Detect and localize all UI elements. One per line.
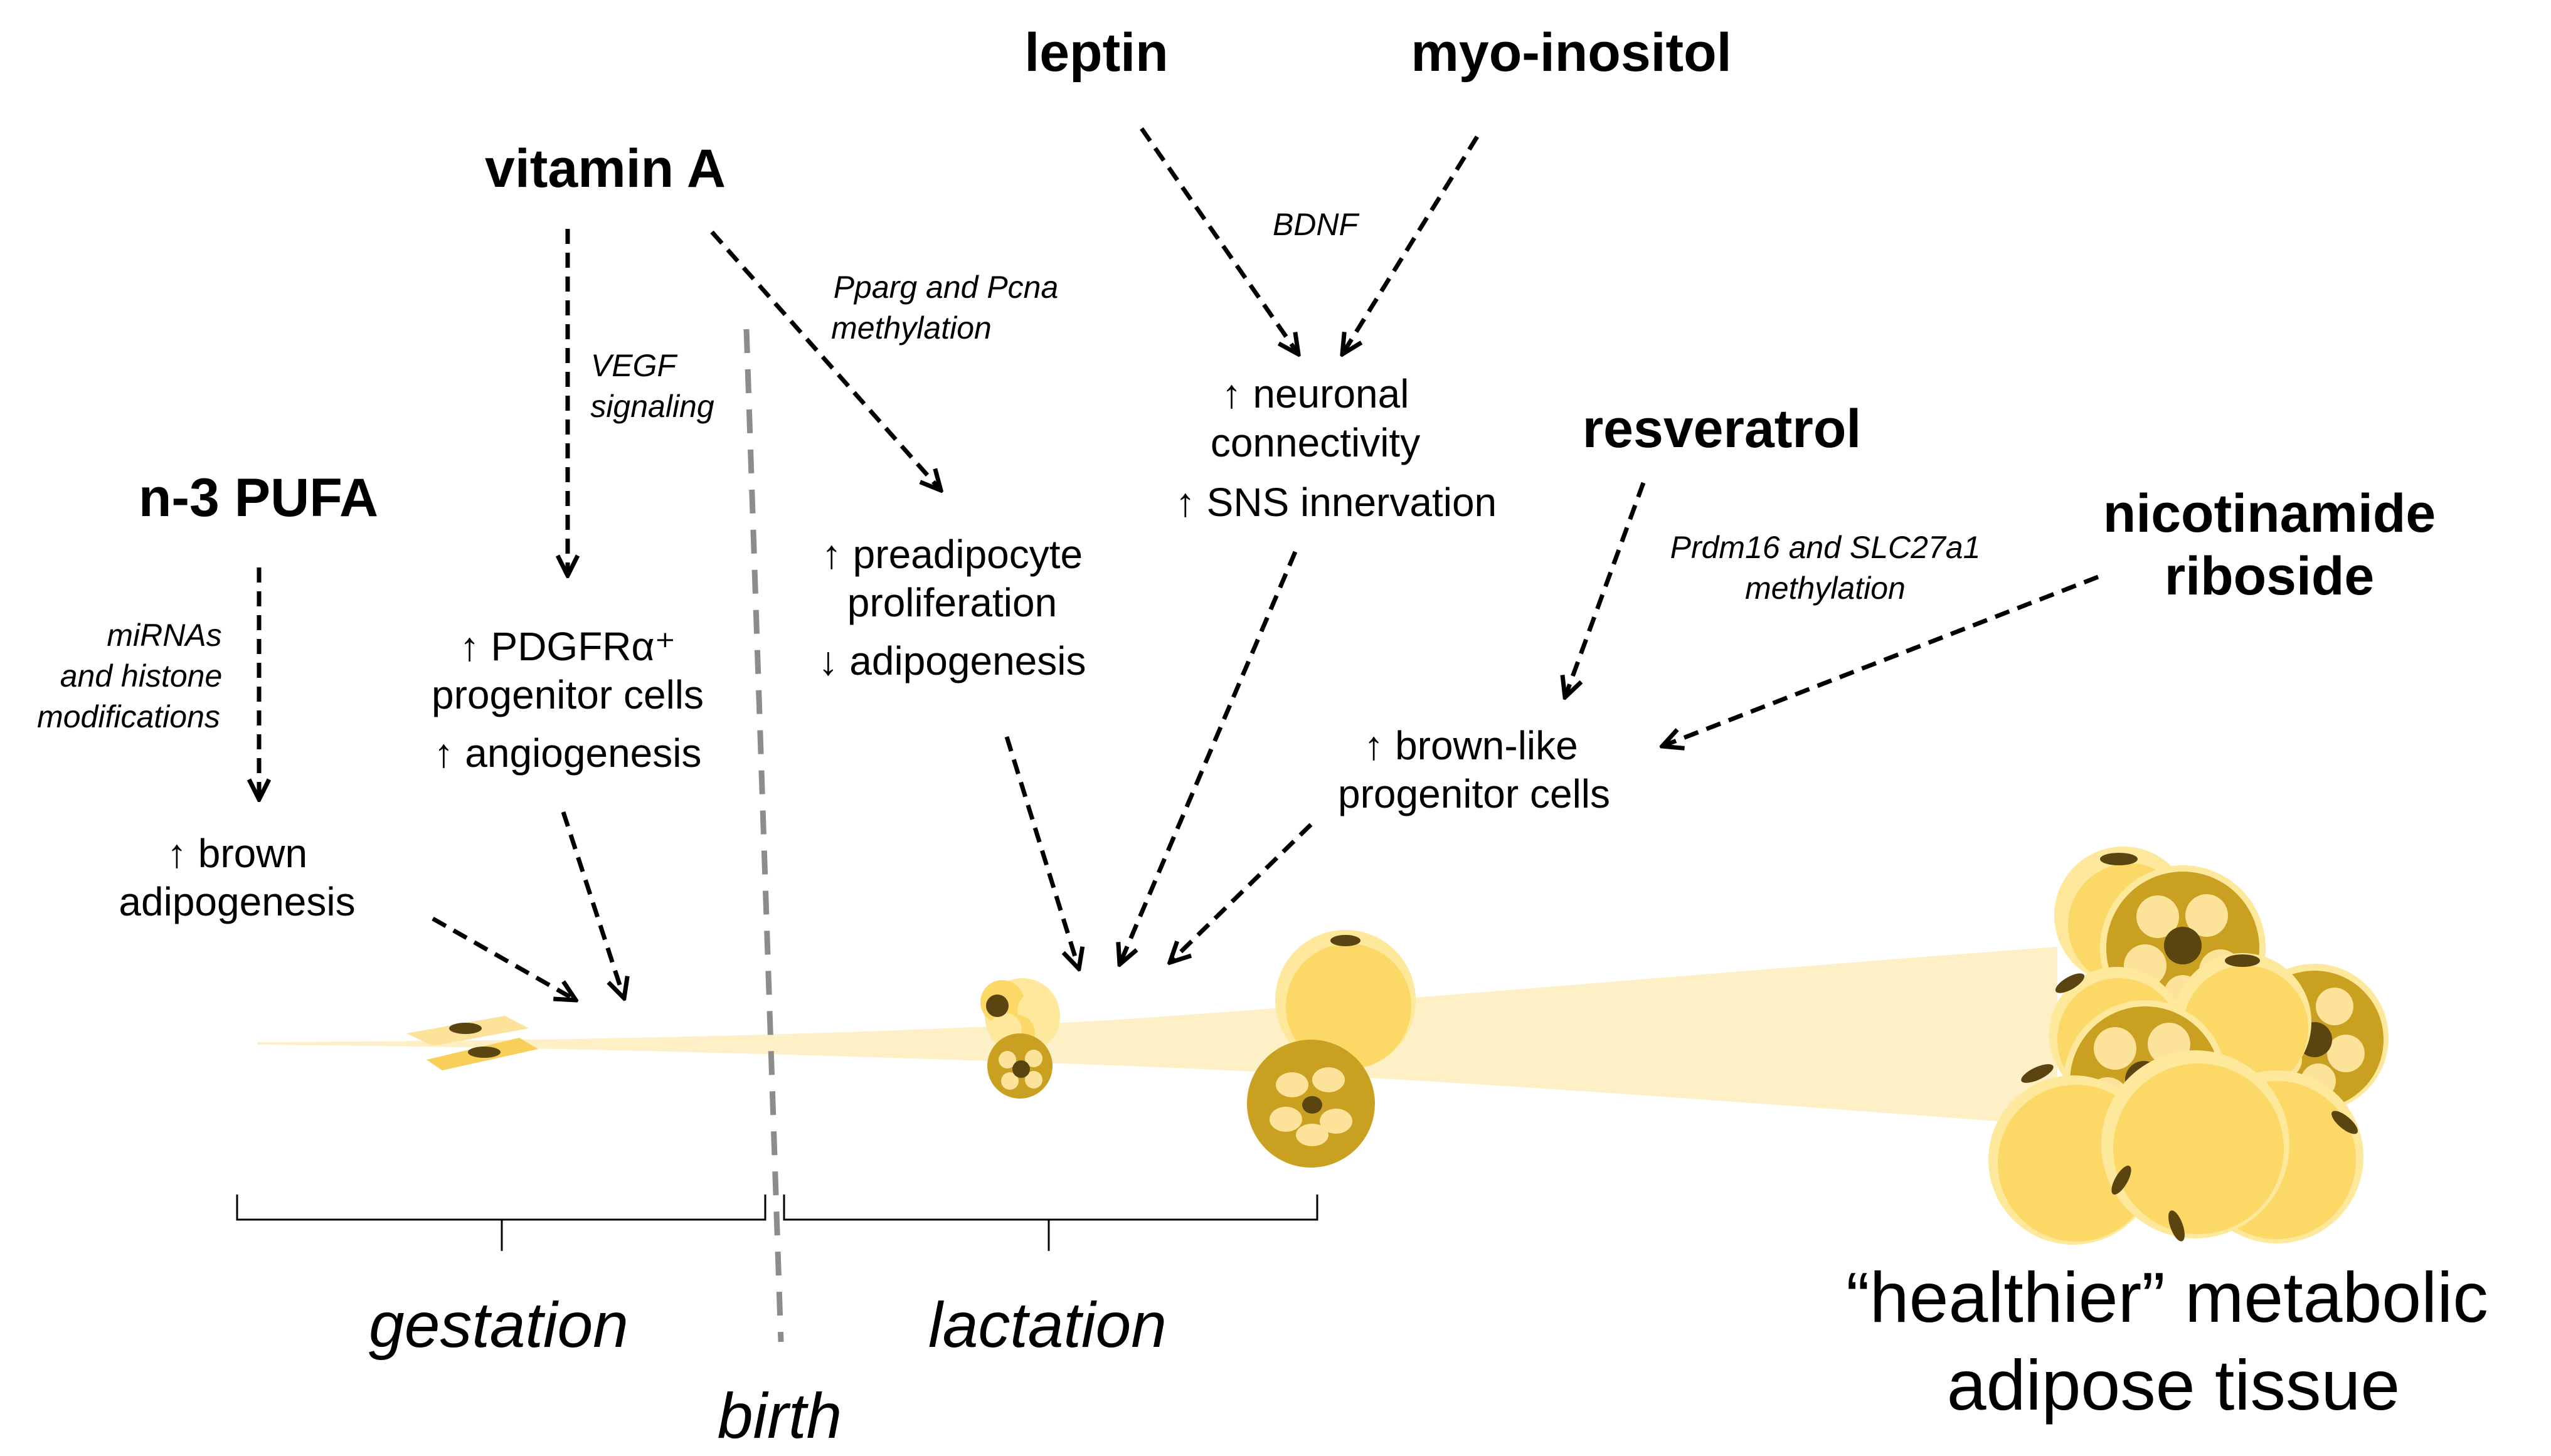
arrow-nicotinamide-to-brownlike — [1662, 574, 2099, 746]
effect-pdgfra-line2: progenitor cells — [432, 672, 704, 717]
birth-line — [743, 329, 784, 1343]
period-gestation: gestation — [369, 1289, 628, 1361]
period-lactation: lactation — [928, 1289, 1167, 1361]
nutrient-riboside-line2: riboside — [2164, 546, 2375, 606]
outcome-line1: “healthier” metabolic — [1846, 1258, 2488, 1337]
effect-brown-line2: adipogenesis — [119, 879, 356, 924]
arrow-myo-inositol-to-neuronal — [1342, 135, 1479, 354]
nutrient-myo-inositol: myo-inositol — [1411, 23, 1732, 83]
mature-adipose-cluster — [1988, 847, 2389, 1245]
outcome-line2: adipose tissue — [1946, 1346, 2400, 1425]
mechanism-bdnf: BDNF — [1272, 207, 1359, 242]
mechanism-mirna-line2: and histone — [60, 658, 223, 694]
nutrient-leptin: leptin — [1024, 23, 1169, 83]
arrow-brown-to-stream — [432, 916, 576, 1000]
arrow-resveratrol-to-brownlike — [1565, 482, 1646, 697]
nutrient-vitamin-a: vitamin A — [485, 139, 726, 199]
mechanism-mirna-line1: miRNAs — [107, 618, 222, 653]
arrow-leptin-to-neuronal — [1140, 127, 1298, 354]
development-stream — [257, 947, 2057, 1126]
effect-brownlike-line1: ↑ brown-like — [1364, 723, 1578, 768]
arrow-sns-to-stream — [1120, 551, 1298, 964]
mechanism-prdm16-line2: methylation — [1745, 571, 1906, 606]
mechanism-vegf-line2: signaling — [590, 389, 714, 424]
effect-pdgfra-line1: ↑ PDGFRα⁺ — [459, 624, 676, 669]
period-birth: birth — [717, 1380, 842, 1452]
effect-brownlike-line2: progenitor cells — [1338, 771, 1610, 816]
progenitor-cells — [406, 1016, 538, 1070]
effect-neuronal-line1: ↑ neuronal — [1221, 371, 1409, 416]
arrow-vitamin-a-to-preadipocyte — [710, 230, 941, 490]
nutrient-nicotinamide-line1: nicotinamide — [2103, 483, 2436, 544]
gestation-brace — [236, 1195, 766, 1251]
nutrient-resveratrol: resveratrol — [1582, 399, 1862, 459]
arrow-brownlike-to-stream — [1170, 823, 1313, 963]
lactation-brace — [783, 1195, 1318, 1251]
effect-preadipocyte-line1: ↑ preadipocyte — [821, 532, 1083, 577]
effect-brown-line1: ↑ brown — [166, 831, 308, 876]
effect-adipogenesis-down: ↓ adipogenesis — [818, 638, 1086, 683]
mechanism-vegf-line1: VEGF — [590, 348, 677, 383]
arrow-pdgfra-to-stream — [561, 811, 624, 998]
small-cell-cluster — [980, 978, 1060, 1099]
medium-cells — [1247, 930, 1416, 1168]
mechanism-pparg-line2: methylation — [831, 310, 992, 346]
mechanism-mirna-line3: modifications — [37, 699, 220, 734]
effect-preadipocyte-line2: proliferation — [847, 580, 1058, 625]
effect-neuronal-line2: connectivity — [1210, 420, 1421, 465]
effect-angiogenesis: ↑ angiogenesis — [433, 731, 702, 776]
mechanism-pparg-line1: Pparg and Pcna — [833, 270, 1059, 305]
mechanism-prdm16-line1: Prdm16 and SLC27a1 — [1670, 530, 1981, 565]
arrow-preadipocyte-to-stream — [1004, 736, 1079, 969]
nutrient-n3-pufa: n-3 PUFA — [138, 468, 379, 528]
effect-sns-innervation: ↑ SNS innervation — [1175, 480, 1497, 525]
